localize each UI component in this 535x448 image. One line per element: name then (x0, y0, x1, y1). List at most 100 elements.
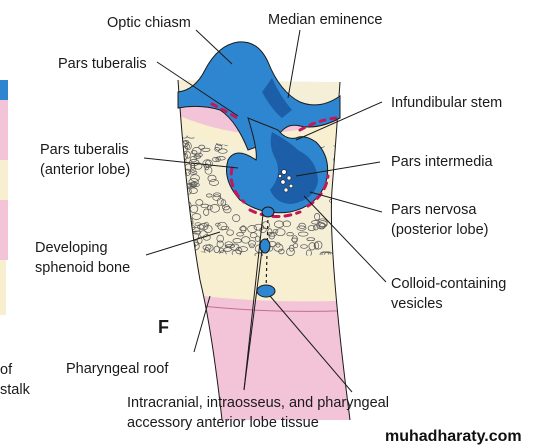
bone-cell (297, 231, 309, 237)
bone-cell (341, 154, 349, 161)
bone-cell (296, 225, 307, 231)
bone-cell (267, 228, 273, 236)
label-median-eminence: Median eminence (268, 12, 382, 28)
bone-cell (348, 136, 350, 141)
label-accessory-line2: accessory anterior lobe tissue (127, 415, 319, 431)
pars-nervosa-shape (270, 132, 318, 204)
left-panel-fragment (0, 80, 8, 315)
bone-cell (172, 128, 177, 134)
bone-cell (291, 237, 298, 243)
bone-cell (178, 232, 184, 237)
leader-lines (143, 29, 387, 393)
bone-cell (335, 149, 346, 157)
label-optic-chiasm: Optic chiasm (107, 15, 191, 31)
bone-cell (348, 190, 350, 197)
bone-cell (291, 235, 298, 244)
bone-cell (338, 221, 344, 227)
bone-cell (273, 220, 285, 228)
accessory-tissue-pharyngeal (256, 284, 276, 298)
bone-cell (348, 196, 350, 202)
bone-cell (193, 162, 203, 170)
bone-cell (335, 213, 346, 220)
label-pars-tuberalis-anterior-line2: (anterior lobe) (40, 162, 130, 178)
bone-cell (178, 147, 179, 156)
bone-cell (338, 192, 345, 200)
bone-cell (198, 144, 206, 150)
bone-cell (235, 247, 243, 255)
bone-cell (189, 181, 198, 188)
bone-cell (314, 213, 321, 221)
bone-cell (190, 174, 200, 182)
bone-cell (168, 183, 176, 188)
bone-cell (275, 228, 286, 237)
bone-cell (349, 170, 350, 180)
bone-cell (223, 206, 232, 214)
bone-cell (189, 187, 198, 194)
bone-cell (347, 137, 350, 146)
bone-cell (336, 210, 345, 220)
label-pars-tuberalis-anterior-line1: Pars tuberalis (40, 142, 129, 158)
bone-cell (181, 184, 188, 191)
bone-cell (200, 203, 210, 209)
bone-cell (313, 224, 319, 231)
bone-cell (204, 166, 213, 175)
bone-cell (181, 224, 191, 229)
bone-cell (213, 245, 220, 254)
bone-cell (307, 225, 316, 232)
bone-cell (216, 156, 226, 161)
watermark: muhadharaty.com (385, 428, 522, 445)
label-left-fragment-line2: stalk (0, 382, 31, 398)
bone-cell (313, 241, 320, 250)
bone-cell (202, 159, 213, 168)
bone-cell (203, 208, 210, 216)
label-pars-nervosa-line2: (posterior lobe) (391, 222, 489, 238)
bone-cell (196, 237, 203, 244)
bone-cell (352, 126, 359, 134)
body-outline-right (330, 81, 351, 421)
bone-cell (215, 222, 221, 227)
bone-cell (352, 184, 356, 191)
bone-cell (314, 240, 323, 250)
bone-cell (169, 251, 177, 255)
bone-cell (238, 246, 248, 252)
bone-cell (334, 156, 342, 161)
bone-cell (178, 224, 179, 233)
label-left-fragment-line1: of (0, 362, 13, 378)
body-outline-left (177, 79, 223, 421)
bone-cell (259, 226, 267, 233)
bone-cell (239, 226, 247, 232)
bone-cell (205, 193, 213, 198)
bone-cell (178, 168, 179, 175)
bone-cell (232, 214, 241, 222)
bone-cell (216, 240, 224, 248)
bone-cell (178, 187, 182, 193)
label-pharyngeal-roof: Pharyngeal roof (66, 361, 169, 377)
bone-cell (188, 178, 199, 186)
bone-cell (188, 170, 198, 175)
bone-cell (249, 243, 255, 249)
bone-cell (178, 150, 181, 160)
bone-cell (213, 192, 222, 198)
bone-cell (199, 223, 209, 231)
bone-cell (169, 189, 176, 192)
bone-cell (209, 204, 220, 213)
bone-cell (178, 207, 182, 213)
bone-cell (339, 175, 350, 180)
bone-cell (349, 240, 350, 245)
bone-cell (351, 192, 357, 196)
bone-cell (215, 156, 221, 162)
bone-cell (275, 242, 281, 248)
bone-cell (247, 240, 257, 247)
panel-letter: F (158, 317, 169, 337)
bone-cell (190, 167, 196, 173)
bone-cell (334, 210, 342, 218)
bone-cell (351, 252, 357, 255)
bone-cell (178, 230, 180, 239)
bone-cell (338, 203, 348, 211)
bone-cell (224, 244, 236, 248)
label-developing-sphenoid-line1: Developing (35, 240, 108, 256)
bone-cell (345, 183, 350, 188)
bone-cell (351, 220, 360, 226)
bone-cell (178, 144, 181, 152)
bone-cell (352, 180, 362, 186)
